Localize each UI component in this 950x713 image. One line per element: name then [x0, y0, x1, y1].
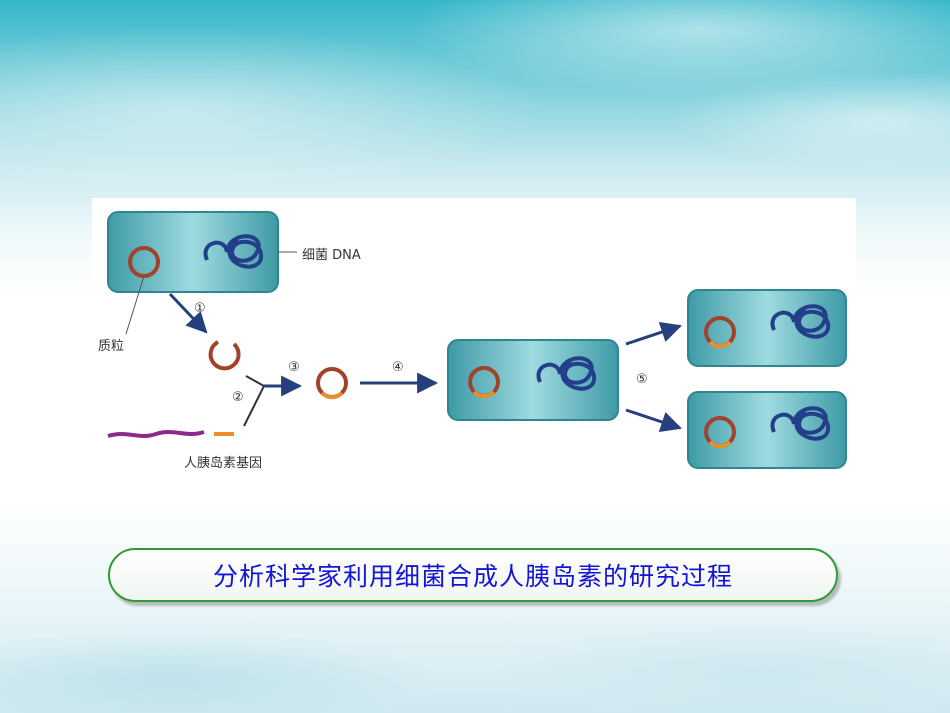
label-insulin-gene: 人胰岛素基因	[184, 456, 263, 471]
recombinant-plasmid	[316, 367, 348, 399]
label-plasmid: 质粒	[98, 339, 125, 354]
bacterium-cell-daughter-lower	[687, 391, 847, 469]
caption-box: 分析科学家利用细菌合成人胰岛素的研究过程	[108, 548, 838, 602]
step-5-marker: ⑤	[636, 372, 648, 387]
bacterium-cell-daughter-upper	[687, 289, 847, 367]
plasmid-pointer	[125, 275, 145, 335]
arrow-step-5-upper	[625, 322, 682, 346]
step-3-marker: ③	[288, 360, 300, 375]
step-4-marker: ④	[392, 360, 404, 375]
label-bacteria-dna: 细菌 DNA	[302, 248, 361, 263]
background-bottom-shade	[0, 600, 950, 713]
bacteria-dna-coil	[203, 234, 264, 269]
bacterium-cell-original	[107, 211, 297, 335]
step-1-marker: ①	[194, 301, 206, 316]
insulin-process-diagram: 细菌 DNA 质粒 人胰岛素基因 ① ② ③ ④ ⑤	[92, 198, 856, 480]
bacterium-cell-transformed	[447, 339, 619, 421]
human-dna	[107, 430, 205, 438]
diagram-svg	[107, 211, 847, 469]
caption-text: 分析科学家利用细菌合成人胰岛素的研究过程	[212, 562, 733, 591]
arrow-step-5-lower	[625, 408, 682, 432]
step-2-marker: ②	[232, 390, 244, 405]
background-highlight	[0, 0, 950, 230]
arrow-step-1	[168, 292, 208, 334]
opened-plasmid	[208, 340, 241, 371]
